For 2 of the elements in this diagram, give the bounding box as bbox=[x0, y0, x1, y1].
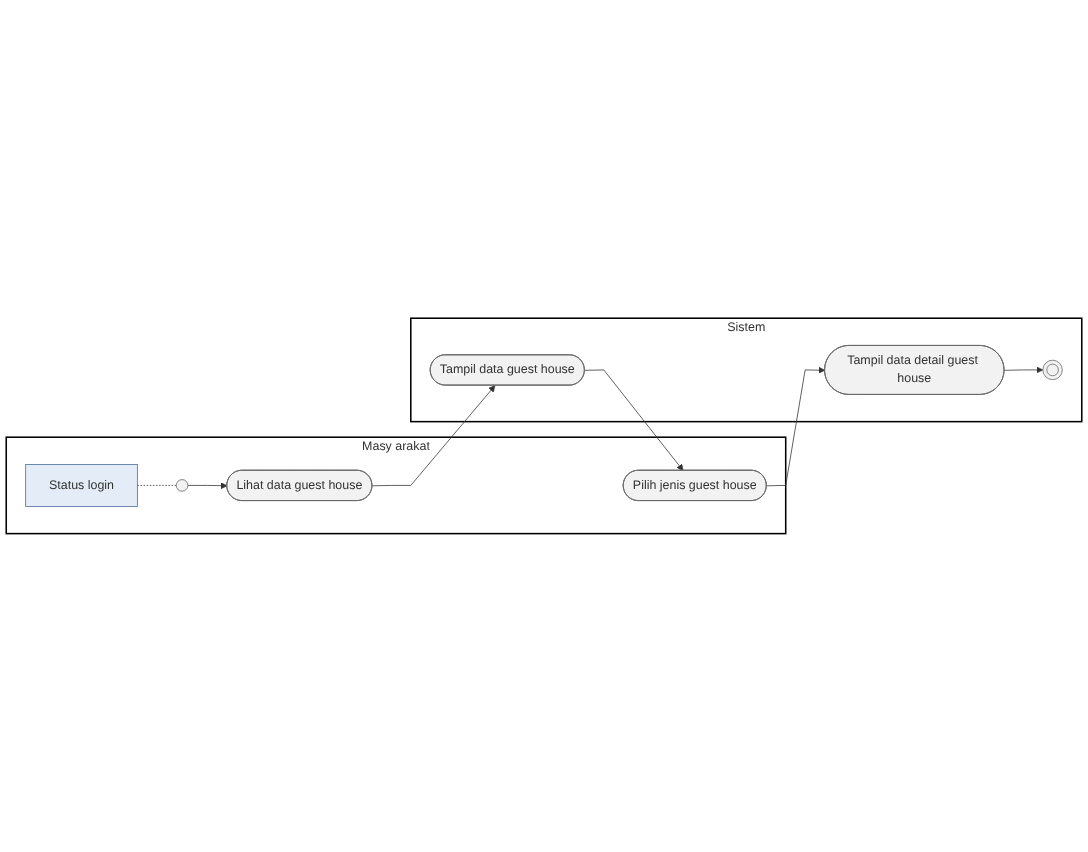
connector bbox=[136, 485, 177, 486]
node-circle bbox=[175, 479, 189, 492]
